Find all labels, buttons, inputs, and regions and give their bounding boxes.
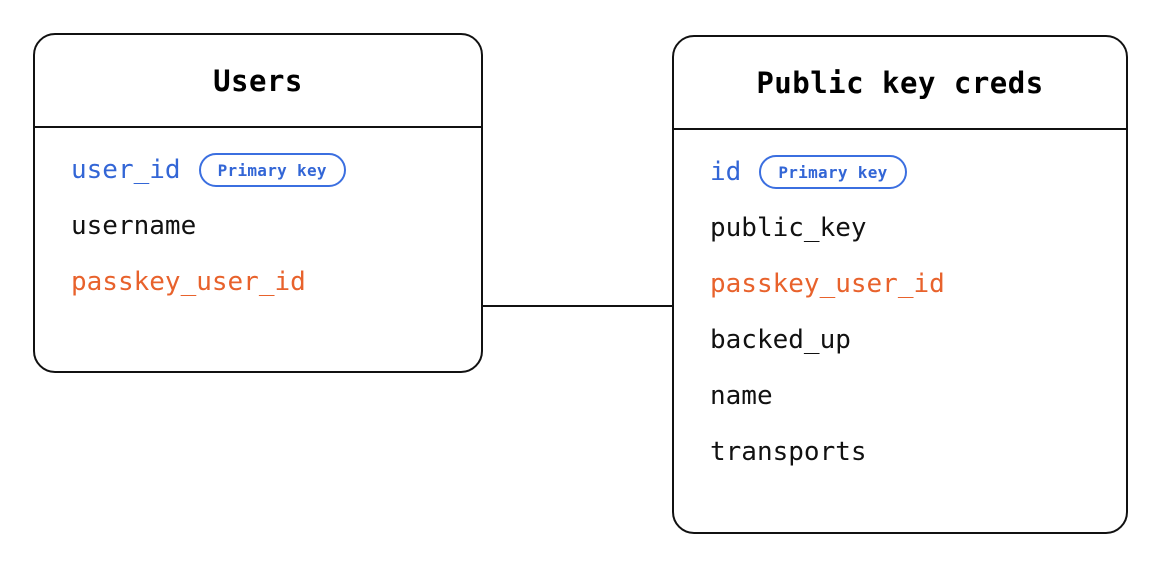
field-row-username[interactable]: username [35,198,481,254]
field-name-backed-up: backed_up [710,325,851,355]
field-row-transports[interactable]: transports [674,424,1126,480]
field-name-passkey-user-id: passkey_user_id [71,267,306,297]
entity-users-title: Users [35,35,481,128]
field-row-passkey-user-id[interactable]: passkey_user_id [35,254,481,310]
field-row-user-id[interactable]: user_id Primary key [35,142,481,198]
entity-users-field-list: user_id Primary key username passkey_use… [35,128,481,310]
field-row-passkey-user-id[interactable]: passkey_user_id [674,256,1126,312]
field-row-name[interactable]: name [674,368,1126,424]
field-name-id: id [710,157,742,187]
field-row-id[interactable]: id Primary key [674,144,1126,200]
primary-key-badge: Primary key [759,155,907,189]
field-name-user-id: user_id [71,155,181,185]
field-name-transports: transports [710,437,867,467]
field-row-public-key[interactable]: public_key [674,200,1126,256]
entity-public-key-creds-title: Public key creds [674,37,1126,130]
entity-users[interactable]: Users user_id Primary key username passk… [33,33,483,373]
field-name-name: name [710,381,773,411]
relationship-connector-users-to-public-key-creds [483,305,672,307]
field-name-passkey-user-id: passkey_user_id [710,269,945,299]
entity-public-key-creds-field-list: id Primary key public_key passkey_user_i… [674,130,1126,480]
entity-public-key-creds[interactable]: Public key creds id Primary key public_k… [672,35,1128,534]
field-name-username: username [71,211,197,241]
field-row-backed-up[interactable]: backed_up [674,312,1126,368]
primary-key-badge: Primary key [198,153,346,187]
field-name-public-key: public_key [710,213,867,243]
